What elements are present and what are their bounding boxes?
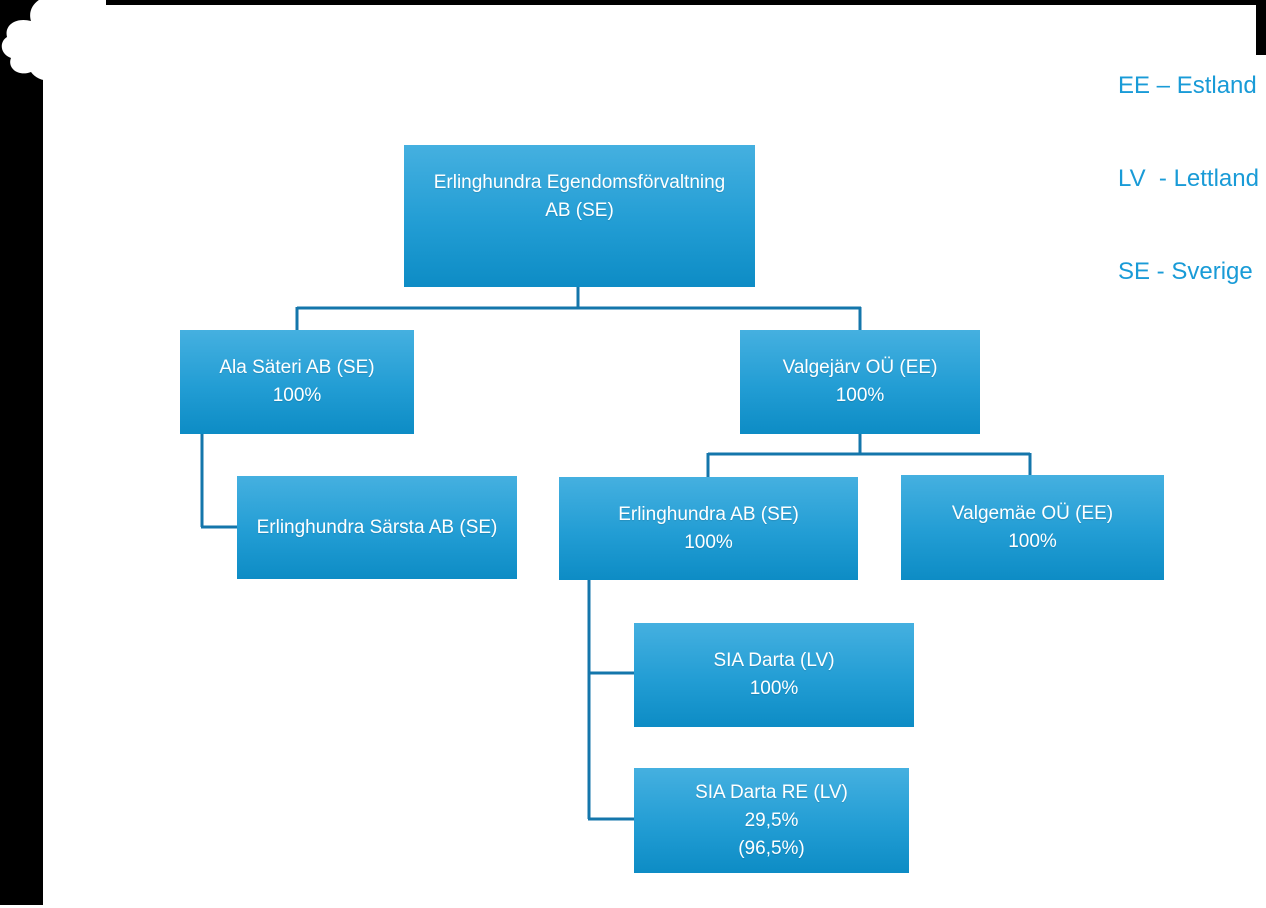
org-node-valgejarv: Valgejärv OÜ (EE) 100% (740, 330, 980, 434)
frame-left-edge (0, 0, 43, 905)
node-ownership-line: 100% (749, 678, 799, 699)
node-ownership-line: 100% (1008, 530, 1057, 552)
frame-top-edge (0, 0, 1266, 5)
frame-right-edge (1256, 0, 1266, 55)
node-label-line: Valgemäe OÜ (EE) (951, 502, 1114, 524)
cloud-blob-shape (1, 0, 106, 81)
org-node-sarsta: Erlinghundra Särsta AB (SE) (237, 476, 517, 579)
legend-line-lv: LV - Lettland (1118, 165, 1259, 192)
node-ownership-line: 100% (835, 385, 885, 406)
node-label-line: Ala Säteri AB (SE) (219, 357, 375, 378)
org-node-root: Erlinghundra Egendomsförvaltning AB (SE) (404, 145, 755, 287)
org-node-sia-darta: SIA Darta (LV) 100% (634, 623, 914, 727)
org-node-sia-darta-re: SIA Darta RE (LV) 29,5% (96,5%) (634, 768, 909, 873)
node-ownership-line: (96,5%) (738, 837, 805, 859)
org-node-ala-sateri: Ala Säteri AB (SE) 100% (180, 330, 414, 434)
node-label-line: Valgejärv OÜ (EE) (782, 357, 938, 378)
country-legend: EE – Estland LV - Lettland SE - Sverige (1118, 8, 1259, 349)
node-label-line: Erlinghundra Särsta AB (SE) (256, 516, 498, 538)
node-label-line: SIA Darta (LV) (713, 650, 835, 671)
legend-line-se: SE - Sverige (1118, 258, 1253, 285)
legend-line-ee: EE – Estland (1118, 72, 1257, 99)
node-label-line: Erlinghundra Egendomsförvaltning (433, 172, 726, 193)
node-label-line: Erlinghundra AB (SE) (618, 503, 799, 525)
node-ownership-line: 100% (272, 385, 322, 406)
org-node-valgemae: Valgemäe OÜ (EE) 100% (901, 475, 1164, 580)
node-label-line: SIA Darta RE (LV) (695, 781, 848, 803)
org-node-erlinghundra-ab: Erlinghundra AB (SE) 100% (559, 477, 858, 580)
node-ownership-line: 100% (684, 531, 733, 553)
node-label-line: AB (SE) (545, 200, 614, 221)
node-ownership-line: 29,5% (744, 809, 799, 831)
